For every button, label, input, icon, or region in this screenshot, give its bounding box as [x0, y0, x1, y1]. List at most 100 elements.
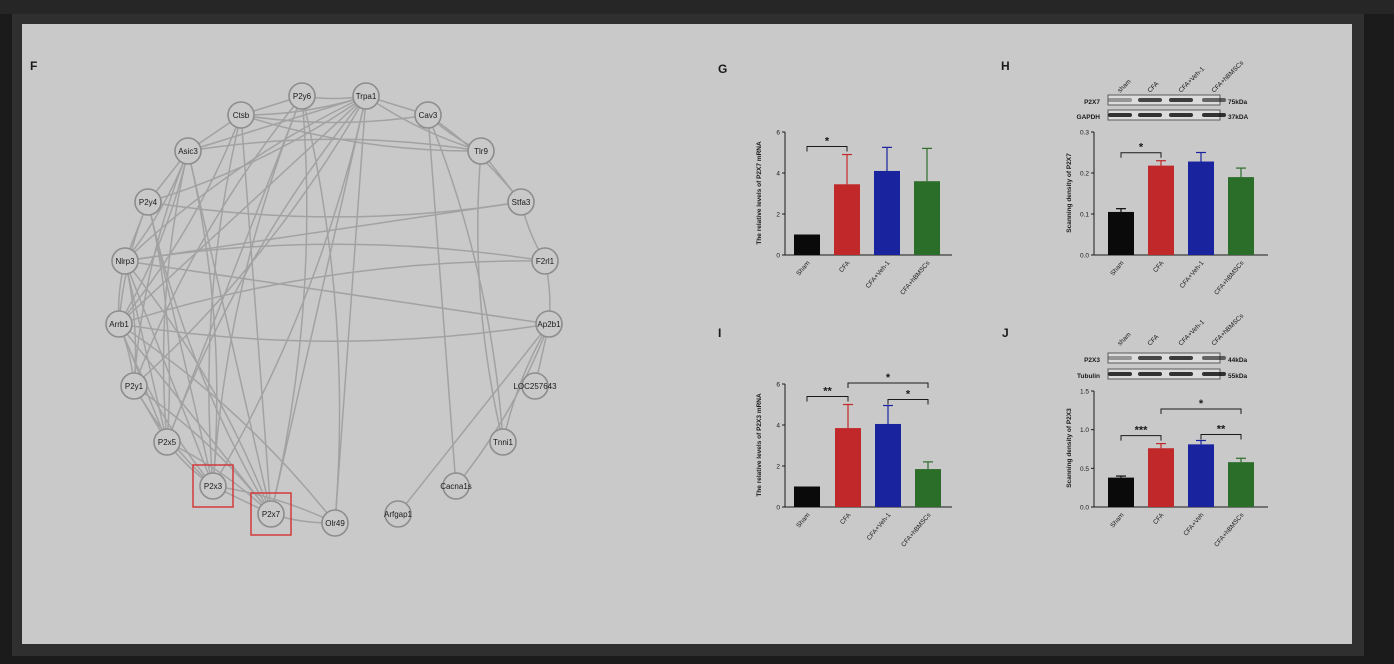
network-edge [301, 95, 341, 524]
y-tick-label: 0.2 [1080, 171, 1089, 178]
y-tick-label: 0.5 [1080, 466, 1089, 473]
bar-cfa-veh-1 [875, 423, 901, 507]
node-circle [507, 188, 535, 216]
y-axis-label: The relative levels of P2X3 mRNA [756, 393, 763, 497]
significance-label: ** [823, 386, 832, 398]
node-label: P2y4 [139, 198, 158, 207]
bar-cfa [1148, 448, 1174, 507]
node-label: Arfgap1 [384, 510, 413, 519]
network-edge [477, 150, 504, 443]
bar-cfa-hbmscs [915, 469, 941, 507]
node-label: P2y1 [125, 382, 144, 391]
blot-lane-label-sham: sham [1116, 331, 1132, 347]
blot-lane-label-cfa-veh-1: CFA+Veh-1 [1177, 66, 1206, 95]
y-tick-label: 0 [776, 505, 780, 512]
network-edge [124, 260, 272, 515]
node-arrb1: Arrb1 [105, 310, 133, 338]
node-p2x3: P2x3 [192, 464, 234, 508]
y-tick-label: 6 [776, 130, 780, 137]
node-label: Nlrp3 [115, 257, 135, 266]
node-p2y6: P2y6 [288, 82, 316, 110]
network-edge [124, 260, 214, 487]
network-edge [212, 95, 367, 487]
blot-lane-label-sham: sham [1116, 78, 1132, 94]
node-circle [442, 472, 470, 500]
node-circle [153, 428, 181, 456]
node-circle [120, 372, 148, 400]
node-cav3: Cav3 [414, 101, 442, 129]
significance-label: * [886, 372, 891, 384]
node-olr49: Olr49 [321, 509, 349, 537]
node-circle [111, 247, 139, 275]
node-asic3: Asic3 [174, 137, 202, 165]
node-arfgap1: Arfgap1 [384, 500, 413, 528]
blot-band [1108, 356, 1132, 360]
network-edge [397, 323, 550, 515]
bar-cfa-veh [1188, 444, 1214, 507]
bar-cfa-veh-1 [874, 170, 900, 255]
significance-label: *** [1135, 425, 1149, 437]
x-tick-label: CFA+hBMSCs [1213, 259, 1246, 296]
x-tick-label: Sham [1109, 260, 1125, 278]
network-edge [118, 323, 336, 524]
node-tlr9: Tlr9 [467, 137, 495, 165]
y-tick-label: 2 [776, 212, 780, 219]
bar-cfa-hbmscs [1228, 462, 1254, 507]
node-label: Tnni1 [493, 438, 514, 447]
network-edge [124, 260, 550, 325]
node-nlrp3: Nlrp3 [111, 247, 139, 275]
panel-label-h: H [1001, 59, 1010, 73]
node-label: P2y6 [293, 92, 312, 101]
blot-lane-label-cfa-hbmscs: CFA+hBMSCs [1210, 59, 1245, 94]
y-tick-label: 0.0 [1080, 505, 1089, 512]
significance-label: * [1199, 398, 1204, 410]
network-edge [334, 95, 367, 524]
blot-band [1169, 113, 1193, 117]
node-circle [288, 82, 316, 110]
network-edge [162, 150, 189, 443]
y-tick-label: 1.5 [1080, 389, 1089, 396]
node-label: P2x7 [262, 510, 281, 519]
network-edge [240, 114, 429, 124]
node-p2y4: P2y4 [134, 188, 162, 216]
node-circle [174, 137, 202, 165]
blot-band [1202, 113, 1226, 117]
network-edge [427, 114, 457, 487]
blot-lane-label-cfa: CFA [1146, 80, 1160, 94]
bar-cfa [834, 184, 860, 255]
node-loc257643: LOC257643 [513, 372, 557, 400]
x-tick-label: CFA+Veh-1 [865, 260, 892, 290]
network-edge [124, 243, 546, 262]
network-edge [270, 95, 308, 515]
significance-label: * [1139, 142, 1144, 154]
node-circle [489, 428, 517, 456]
blot-size-label-75kda: 75kDa [1228, 99, 1248, 106]
x-tick-label: Sham [795, 260, 811, 278]
network-edge [187, 95, 367, 152]
top-band [0, 0, 1394, 14]
network-edge [212, 485, 336, 524]
bar-cfa [1148, 165, 1174, 255]
bar-sham [1108, 477, 1134, 507]
bar-sham [794, 234, 820, 255]
network-edge [118, 150, 189, 325]
significance-bracket [1160, 408, 1242, 414]
blot-band [1202, 98, 1226, 102]
bar-cfa-hbmscs [914, 181, 940, 255]
blot-band [1169, 356, 1193, 360]
bar-sham [794, 486, 820, 507]
blot-size-label-44kda: 44kDa [1228, 357, 1248, 364]
blot-lane-label-cfa: CFA [1146, 333, 1160, 347]
panel-label-f: F [30, 59, 37, 73]
node-label: Cacna1s [440, 482, 472, 491]
node-cacna1s: Cacna1s [440, 472, 472, 500]
network-edge [187, 138, 482, 152]
node-circle [384, 500, 412, 528]
node-label: Arrb1 [109, 320, 129, 329]
x-tick-label: CFA [838, 259, 852, 274]
node-ctsb: Ctsb [227, 101, 255, 129]
significance-label: ** [1217, 423, 1226, 435]
x-tick-label: CFA+Veh-1 [1179, 260, 1206, 290]
